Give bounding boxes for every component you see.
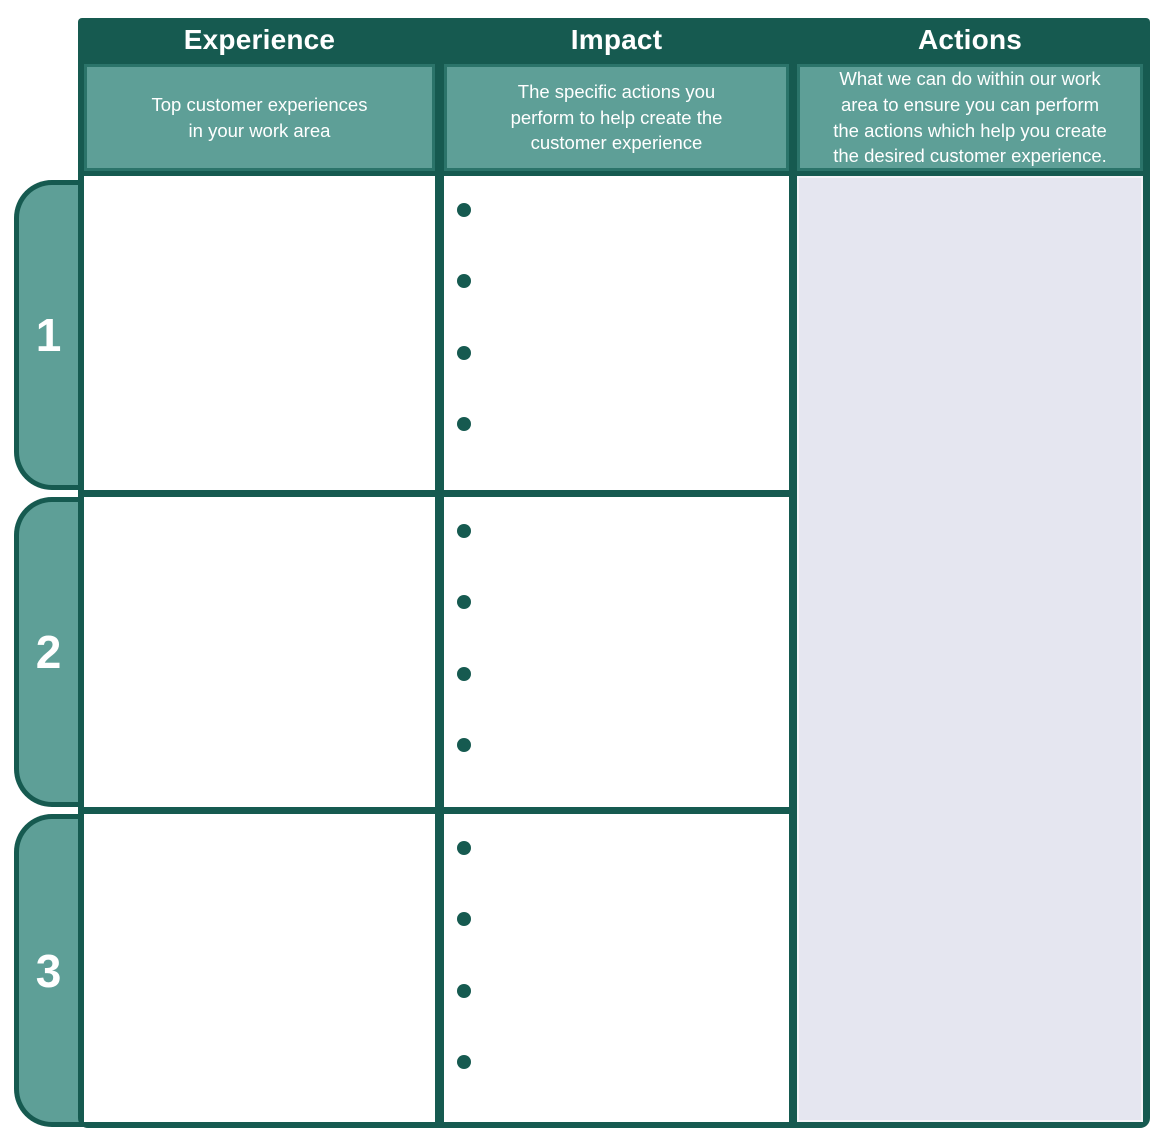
experience-cell-row-2[interactable] — [84, 497, 435, 807]
bullet-icon — [457, 417, 471, 431]
column-description-actions: What we can do within our work area to e… — [797, 64, 1143, 171]
bullet-icon — [457, 203, 471, 217]
column-header-impact: Impact — [570, 24, 663, 55]
bullet-icon — [457, 738, 471, 752]
row-tab-3: 3 — [14, 814, 90, 1127]
column-header-experience: Experience — [183, 24, 336, 55]
column-header-actions: Actions — [917, 24, 1023, 55]
bullet-icon — [457, 346, 471, 360]
bullet-icon — [457, 912, 471, 926]
bullet-icon — [457, 984, 471, 998]
actions-cell[interactable] — [797, 176, 1143, 1122]
bullet-icon — [457, 1055, 471, 1069]
impact-cell-row-3[interactable] — [444, 814, 789, 1122]
row-tab-1: 1 — [14, 180, 90, 490]
impact-cell-row-1[interactable] — [444, 176, 789, 490]
bullet-icon — [457, 841, 471, 855]
bullet-icon — [457, 667, 471, 681]
experience-cell-row-1[interactable] — [84, 176, 435, 490]
experience-impact-actions-table: Experience Impact Actions Top customer e… — [78, 18, 1150, 1128]
row-tab-2: 2 — [14, 497, 90, 807]
impact-cell-row-2[interactable] — [444, 497, 789, 807]
row-number: 3 — [35, 944, 62, 997]
bullet-icon — [457, 524, 471, 538]
column-description-experience: Top customer experiences in your work ar… — [84, 64, 435, 171]
column-description-impact: The specific actions you perform to help… — [444, 64, 789, 171]
bullet-icon — [457, 595, 471, 609]
row-number: 1 — [35, 309, 62, 361]
row-number: 2 — [35, 626, 62, 678]
experience-cell-row-3[interactable] — [84, 814, 435, 1122]
bullet-icon — [457, 274, 471, 288]
